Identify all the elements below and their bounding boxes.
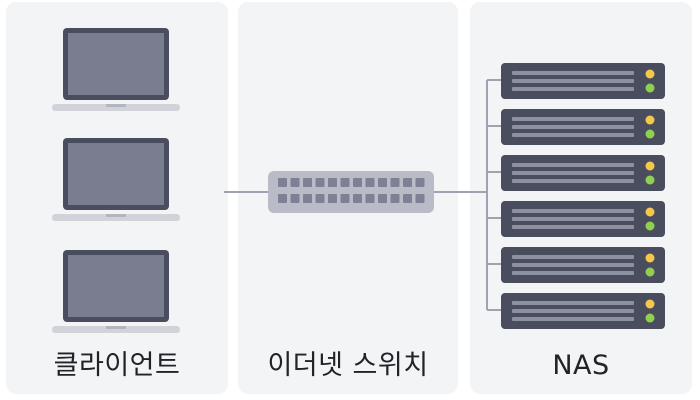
laptop-icon bbox=[52, 28, 180, 111]
nas-server-unit bbox=[501, 247, 665, 283]
laptop-base bbox=[52, 326, 180, 333]
server-slot bbox=[512, 225, 634, 229]
server-slot bbox=[512, 217, 634, 221]
status-led-green bbox=[645, 175, 655, 185]
laptop-screen bbox=[68, 33, 164, 95]
switch-port bbox=[353, 178, 362, 187]
server-slot bbox=[512, 271, 634, 275]
switch-port bbox=[290, 178, 300, 187]
switch-label: 이더넷 스위치 bbox=[267, 350, 429, 381]
clients-label: 클라이언트 bbox=[53, 350, 181, 381]
server-slot bbox=[512, 255, 634, 259]
switch-port bbox=[415, 194, 425, 203]
server-slot bbox=[512, 117, 634, 121]
switch-port bbox=[290, 194, 300, 203]
switch-port bbox=[378, 194, 387, 203]
switch-port bbox=[403, 194, 412, 203]
server-slot bbox=[512, 71, 634, 75]
switch-port bbox=[303, 178, 312, 187]
switch-port bbox=[303, 194, 312, 203]
status-led-yellow bbox=[645, 299, 655, 309]
server-slot bbox=[512, 317, 634, 321]
ethernet-switch bbox=[268, 171, 434, 213]
laptop-base bbox=[52, 214, 180, 221]
nas-server-unit bbox=[501, 63, 665, 99]
laptop-notch bbox=[106, 326, 126, 329]
connector-lines bbox=[224, 79, 501, 311]
status-led-yellow bbox=[645, 161, 655, 171]
server-slot bbox=[512, 263, 634, 267]
status-led-yellow bbox=[645, 207, 655, 217]
switch-port bbox=[353, 194, 362, 203]
laptop-notch bbox=[106, 104, 126, 107]
nas-server-unit bbox=[501, 201, 665, 237]
server-slot bbox=[512, 179, 634, 183]
server-slot bbox=[512, 309, 634, 313]
switch-port bbox=[328, 178, 337, 187]
server-slot bbox=[512, 79, 634, 83]
switch-port bbox=[390, 194, 400, 203]
switch-port bbox=[378, 178, 387, 187]
server-slot bbox=[512, 163, 634, 167]
status-led-green bbox=[645, 83, 655, 93]
server-slot bbox=[512, 133, 634, 137]
switch-port bbox=[403, 178, 412, 187]
switch-port bbox=[328, 194, 337, 203]
switch-port bbox=[390, 178, 400, 187]
status-led-green bbox=[645, 313, 655, 323]
status-led-yellow bbox=[645, 253, 655, 263]
server-slot bbox=[512, 125, 634, 129]
laptop-screen bbox=[68, 255, 164, 317]
status-led-yellow bbox=[645, 69, 655, 79]
server-slot bbox=[512, 209, 634, 213]
nas-server-rack bbox=[501, 63, 665, 329]
switch-port bbox=[415, 178, 425, 187]
laptop-icon bbox=[52, 138, 180, 221]
server-slot bbox=[512, 301, 634, 305]
nas-server-unit bbox=[501, 155, 665, 191]
switch-port bbox=[278, 194, 287, 203]
laptop-notch bbox=[106, 214, 126, 217]
nas-label: NAS bbox=[552, 350, 610, 381]
switch-port bbox=[340, 178, 350, 187]
laptop-icon bbox=[52, 250, 180, 333]
status-led-yellow bbox=[645, 115, 655, 125]
switch-port bbox=[340, 194, 350, 203]
nas-server-unit bbox=[501, 293, 665, 329]
switch-port bbox=[365, 178, 375, 187]
client-laptops bbox=[52, 28, 180, 333]
server-slot bbox=[512, 87, 634, 91]
laptop-base bbox=[52, 104, 180, 111]
server-slot bbox=[512, 171, 634, 175]
switch-port bbox=[315, 178, 325, 187]
laptop-screen bbox=[68, 143, 164, 205]
status-led-green bbox=[645, 129, 655, 139]
switch-port bbox=[365, 194, 375, 203]
status-led-green bbox=[645, 267, 655, 277]
switch-port bbox=[278, 178, 287, 187]
switch-body bbox=[268, 171, 434, 213]
status-led-green bbox=[645, 221, 655, 231]
nas-server-unit bbox=[501, 109, 665, 145]
switch-port bbox=[315, 194, 325, 203]
